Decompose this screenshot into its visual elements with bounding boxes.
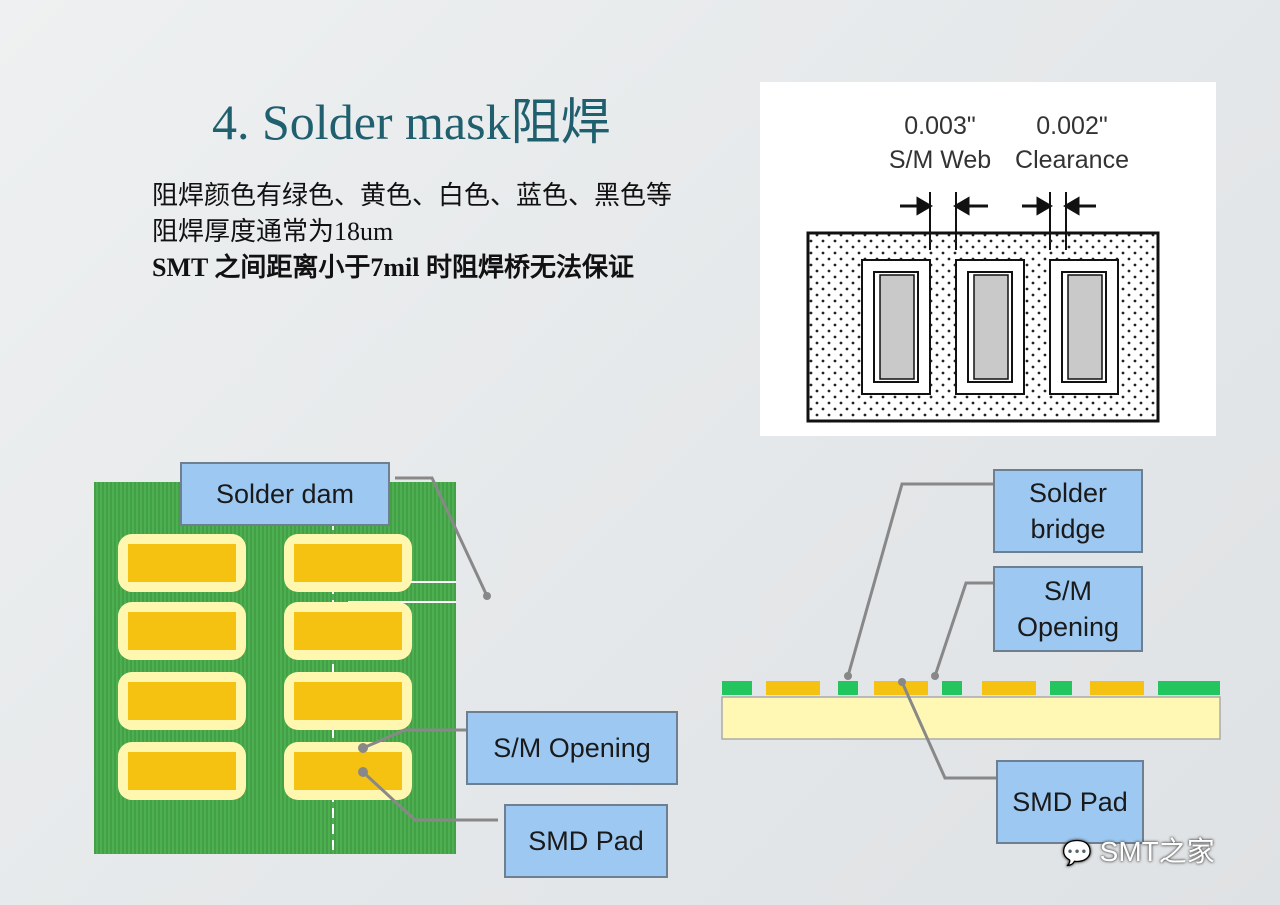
pad-segments [766,681,1144,695]
right-sm-opening-label: S/M Opening [993,566,1143,652]
bullet-list: 阻焊颜色有绿色、黄色、白色、蓝色、黑色等 阻焊厚度通常为18um SMT 之间距… [152,178,672,286]
bullet-colors: 阻焊颜色有绿色、黄色、白色、蓝色、黑色等 [152,181,673,210]
left-smd-pad-label: SMD Pad [504,804,668,878]
bullet-spacing: SMT 之间距离小于7mil 时阻焊桥无法保证 [152,253,634,282]
page-title: 4. Solder mask阻焊 [212,94,611,150]
solder-dam-diagram [94,482,456,854]
web-value-text: 0.003" [904,112,975,140]
left-sm-opening-label: S/M Opening [466,711,678,785]
pad-grid [118,534,412,800]
substrate [721,696,1221,740]
right-smd-pad-label: SMD Pad [996,760,1144,844]
mask-segments [722,681,1220,695]
clearance-value-text: 0.002" [1036,112,1107,140]
web-label-text: S/M Web [889,146,991,174]
solder-bridge-label: Solder bridge [993,469,1143,553]
watermark: 💬 SMT之家 [1062,830,1215,870]
web-arrows [900,196,1096,216]
wechat-icon: 💬 [1062,840,1092,867]
pad-openings [861,259,1119,395]
solder-dam-label: Solder dam [180,462,390,526]
sm-web-diagram: 0.003" S/M Web 0.002" Clearance [760,82,1216,436]
clearance-label-text: Clearance [1015,146,1129,174]
watermark-text: SMT之家 [1099,836,1215,867]
bullet-thickness: 阻焊厚度通常为18um [152,217,394,246]
